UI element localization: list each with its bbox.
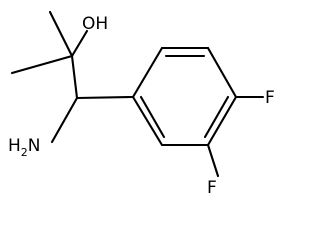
ring-bond-1 bbox=[131, 46, 164, 99]
amino-subscript-label: 2 bbox=[21, 146, 28, 159]
bond-ch-ring bbox=[75, 95, 135, 100]
ring-bond-3 bbox=[206, 46, 238, 99]
ring-double-bond-left bbox=[139, 95, 166, 139]
bond-ring-fluorine-meta bbox=[206, 143, 220, 178]
amino-h-label: H bbox=[8, 136, 21, 156]
chemical-structure: OH H2N F F bbox=[8, 10, 275, 198]
ring-bond-6 bbox=[131, 95, 164, 147]
bond-ch-nitrogen bbox=[50, 96, 79, 144]
atom-labels: OH H2N F F bbox=[8, 14, 275, 198]
bonds bbox=[10, 10, 265, 178]
bond-cq-methyl-top bbox=[48, 10, 74, 58]
bond-cq-ch bbox=[70, 54, 79, 100]
hydroxyl-label: OH bbox=[82, 14, 108, 34]
fluorine-para-label: F bbox=[265, 88, 275, 108]
amino-label: H2N bbox=[8, 136, 41, 159]
ring-double-bond-right bbox=[203, 95, 230, 139]
ring-bond-4 bbox=[206, 95, 238, 147]
fluorine-meta-label: F bbox=[207, 178, 217, 198]
bond-cq-oxygen bbox=[70, 29, 89, 58]
amino-n-label: N bbox=[28, 136, 41, 156]
bond-cq-methyl-left bbox=[10, 54, 74, 75]
